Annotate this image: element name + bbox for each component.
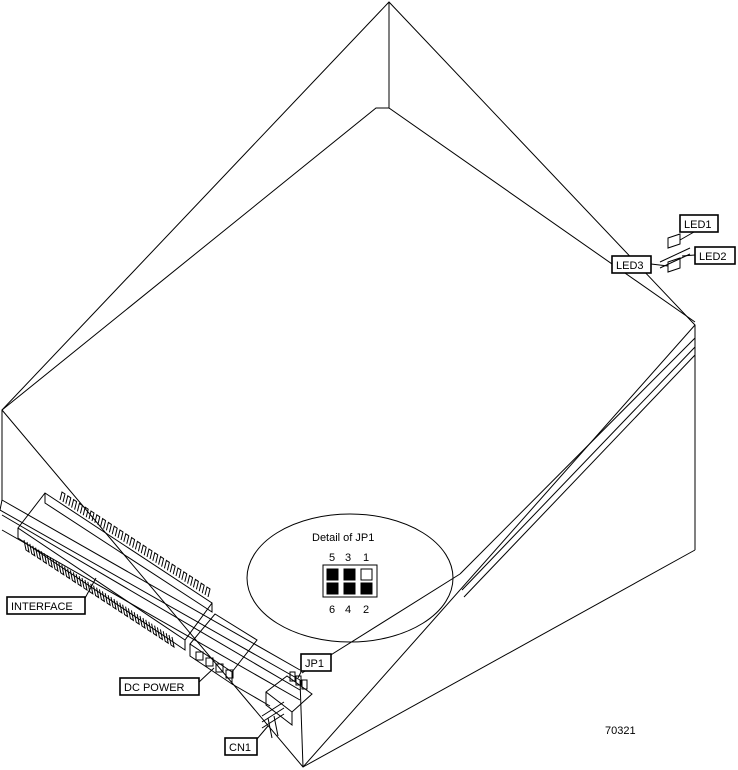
label-led3: LED3 xyxy=(616,260,644,272)
interface-pin-bottom xyxy=(64,566,71,580)
interface-pin-bottom xyxy=(151,623,158,637)
interface-pin-top xyxy=(100,517,107,529)
interface-pin-bottom xyxy=(81,577,88,592)
interface-pin-top xyxy=(111,525,118,537)
interface-pin-bottom xyxy=(35,547,42,561)
label-led2: LED2 xyxy=(699,251,727,263)
pin-label-5: 5 xyxy=(329,552,335,564)
interface-pin-top xyxy=(187,574,194,586)
interface-pin-top xyxy=(59,491,66,503)
interface-pin-top xyxy=(181,570,188,582)
interface-pin-bottom xyxy=(52,558,59,573)
interface-pin-bottom xyxy=(29,543,36,557)
interface-pin-top xyxy=(94,513,101,525)
interface-pin-bottom xyxy=(46,555,53,569)
callout-cn1: CN1 xyxy=(224,725,269,756)
interface-pin-top xyxy=(65,494,72,506)
interface-pin-top xyxy=(88,510,95,522)
callout-interface: INTERFACE xyxy=(6,577,97,615)
figure-number: 70321 xyxy=(605,725,636,737)
interface-pin-top xyxy=(140,544,147,556)
interface-pin-top xyxy=(134,540,141,552)
callout-jp1: JP1 xyxy=(297,653,332,679)
interface-pin-bottom xyxy=(162,631,169,645)
label-cn1: CN1 xyxy=(229,742,251,754)
interface-pin-bottom xyxy=(133,612,140,626)
interface-pin-top xyxy=(198,582,205,594)
label-interface: INTERFACE xyxy=(11,601,73,613)
interface-pin-bottom xyxy=(58,562,65,576)
interface-pin-top xyxy=(129,536,136,548)
callout-led3: LED3 xyxy=(611,255,669,274)
interface-pin-top xyxy=(204,586,211,598)
jumper-pin-top-2 xyxy=(343,568,356,581)
callout-dc-power: DC POWER xyxy=(119,667,215,696)
interface-pin-bottom xyxy=(93,585,100,599)
interface-pin-top xyxy=(152,551,159,563)
interface-pin-bottom xyxy=(168,634,175,649)
callout-led2: LED2 xyxy=(681,246,736,265)
interface-pin-bottom xyxy=(69,570,77,584)
pin-label-6: 6 xyxy=(329,604,335,616)
interface-pin-bottom xyxy=(104,593,111,607)
jumper-pin-bottom-1 xyxy=(326,582,339,595)
callout-led1: LED1 xyxy=(679,214,719,241)
interface-pin-top xyxy=(71,498,78,510)
interface-pin-bottom xyxy=(122,604,129,618)
pin-label-4: 4 xyxy=(345,604,351,616)
label-dc-power: DC POWER xyxy=(124,682,185,694)
led-cluster xyxy=(659,233,691,273)
interface-pin-bottom xyxy=(75,574,82,588)
jp1-detail-title: Detail of JP1 xyxy=(312,532,374,544)
interface-pin-top xyxy=(123,532,130,544)
jumper-pin-top-3 xyxy=(360,568,373,581)
interface-pin-top xyxy=(146,548,153,560)
drive-body xyxy=(0,1,696,768)
interface-pin-bottom xyxy=(98,589,106,603)
interface-pin-bottom xyxy=(116,600,123,614)
label-jp1: JP1 xyxy=(305,658,324,670)
jp1-cn1-block xyxy=(261,671,313,739)
jumper-pin-top-1 xyxy=(326,568,339,581)
pin-label-1: 1 xyxy=(363,552,369,564)
interface-pin-top xyxy=(192,578,199,590)
pin-label-2: 2 xyxy=(363,604,369,616)
interface-pin-bottom xyxy=(87,581,94,595)
interface-pin-top xyxy=(76,502,83,514)
interface-pin-top xyxy=(163,559,170,571)
interface-pin-bottom xyxy=(145,619,152,633)
pin-label-3: 3 xyxy=(345,552,351,564)
jumper-block xyxy=(322,564,378,598)
jumper-pin-bottom-2 xyxy=(343,582,356,595)
interface-pin-bottom xyxy=(139,615,146,630)
interface-pin-bottom xyxy=(156,627,164,641)
interface-pin-bottom xyxy=(127,608,135,622)
interface-pin-top xyxy=(82,506,89,518)
interface-pin-bottom xyxy=(23,539,30,554)
interface-pin-top xyxy=(169,563,176,575)
interface-pin-top xyxy=(175,567,182,579)
interface-pin-top xyxy=(105,521,112,533)
interface-connector xyxy=(17,491,213,651)
jp1-detail: Detail of JP1 5 3 1 6 4 2 xyxy=(246,513,454,643)
dc-power-connector xyxy=(189,613,271,707)
jumper-pin-bottom-3 xyxy=(360,582,373,595)
label-led1: LED1 xyxy=(684,219,712,231)
interface-pin-top xyxy=(117,529,124,541)
interface-pin-bottom xyxy=(40,551,48,565)
interface-pin-bottom xyxy=(110,596,117,611)
interface-pin-top xyxy=(158,555,165,567)
